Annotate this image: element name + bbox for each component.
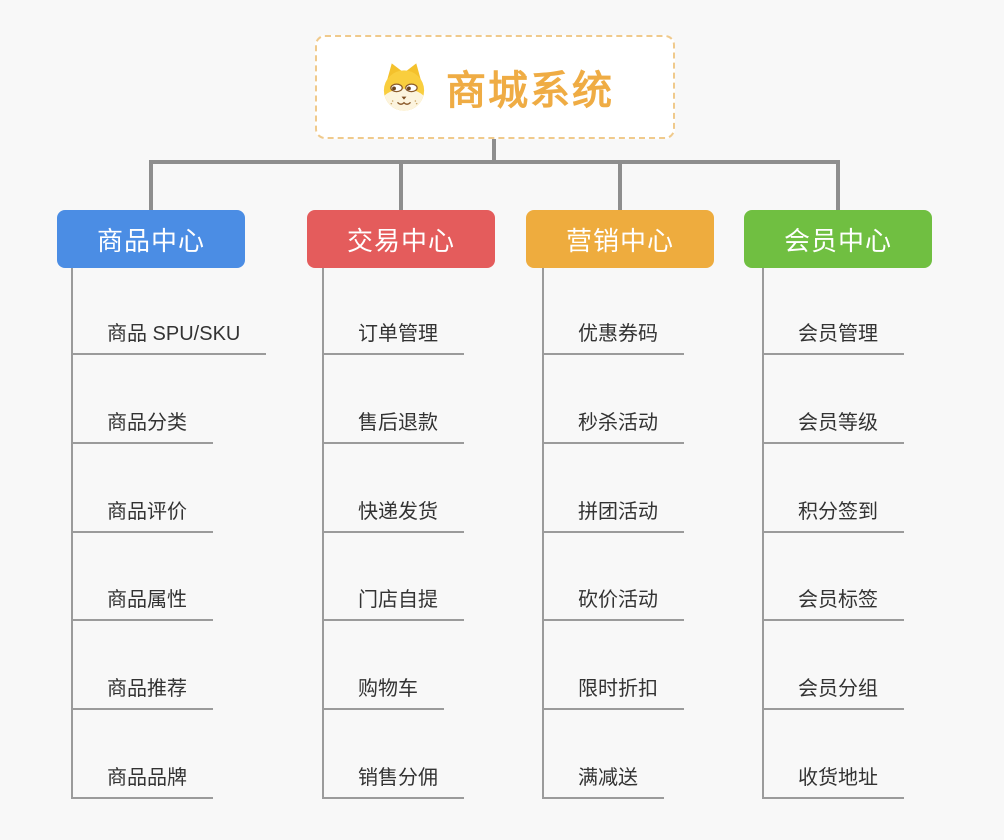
leaf-node[interactable]: 会员分组 <box>762 664 904 710</box>
branch-trunk-marketing <box>542 268 544 799</box>
leaf-node[interactable]: 售后退款 <box>322 398 464 444</box>
connector-drop-goods <box>149 160 153 210</box>
branch-trunk-member <box>762 268 764 799</box>
leaf-node[interactable]: 销售分佣 <box>322 753 464 799</box>
branch-header-trade-center[interactable]: 交易中心 <box>307 210 495 268</box>
leaf-node[interactable]: 砍价活动 <box>542 575 684 621</box>
branch-header-marketing-center[interactable]: 营销中心 <box>526 210 714 268</box>
leaf-node[interactable]: 收货地址 <box>762 753 904 799</box>
connector-root-trunk <box>492 139 496 163</box>
connector-drop-trade <box>399 160 403 210</box>
connector-drop-member <box>836 160 840 210</box>
leaf-node[interactable]: 购物车 <box>322 664 444 710</box>
leaf-node[interactable]: 会员管理 <box>762 309 904 355</box>
leaf-node[interactable]: 商品评价 <box>71 487 213 533</box>
leaf-node[interactable]: 秒杀活动 <box>542 398 684 444</box>
connector-horizontal-bus <box>149 160 840 164</box>
leaf-node[interactable]: 优惠券码 <box>542 309 684 355</box>
leaf-node[interactable]: 商品属性 <box>71 575 213 621</box>
leaf-node[interactable]: 积分签到 <box>762 487 904 533</box>
leaf-node[interactable]: 快递发货 <box>322 487 464 533</box>
leaf-node[interactable]: 会员标签 <box>762 575 904 621</box>
root-node[interactable]: 商城系统 <box>315 35 675 139</box>
leaf-node[interactable]: 会员等级 <box>762 398 904 444</box>
leaf-node[interactable]: 商品推荐 <box>71 664 213 710</box>
leaf-node[interactable]: 限时折扣 <box>542 664 684 710</box>
branch-header-member-center[interactable]: 会员中心 <box>744 210 932 268</box>
leaf-node[interactable]: 订单管理 <box>322 309 464 355</box>
leaf-node[interactable]: 商品分类 <box>71 398 213 444</box>
branch-trunk-goods <box>71 268 73 799</box>
leaf-node[interactable]: 商品品牌 <box>71 753 213 799</box>
branch-header-goods-center[interactable]: 商品中心 <box>57 210 245 268</box>
leaf-node[interactable]: 满减送 <box>542 753 664 799</box>
leaf-node[interactable]: 商品 SPU/SKU <box>71 309 267 355</box>
leaf-node[interactable]: 门店自提 <box>322 575 464 621</box>
leaf-node[interactable]: 拼团活动 <box>542 487 684 533</box>
connector-drop-marketing <box>618 160 622 210</box>
branch-trunk-trade <box>322 268 324 799</box>
dog-face-icon <box>376 59 432 115</box>
root-title: 商城系统 <box>446 69 614 113</box>
